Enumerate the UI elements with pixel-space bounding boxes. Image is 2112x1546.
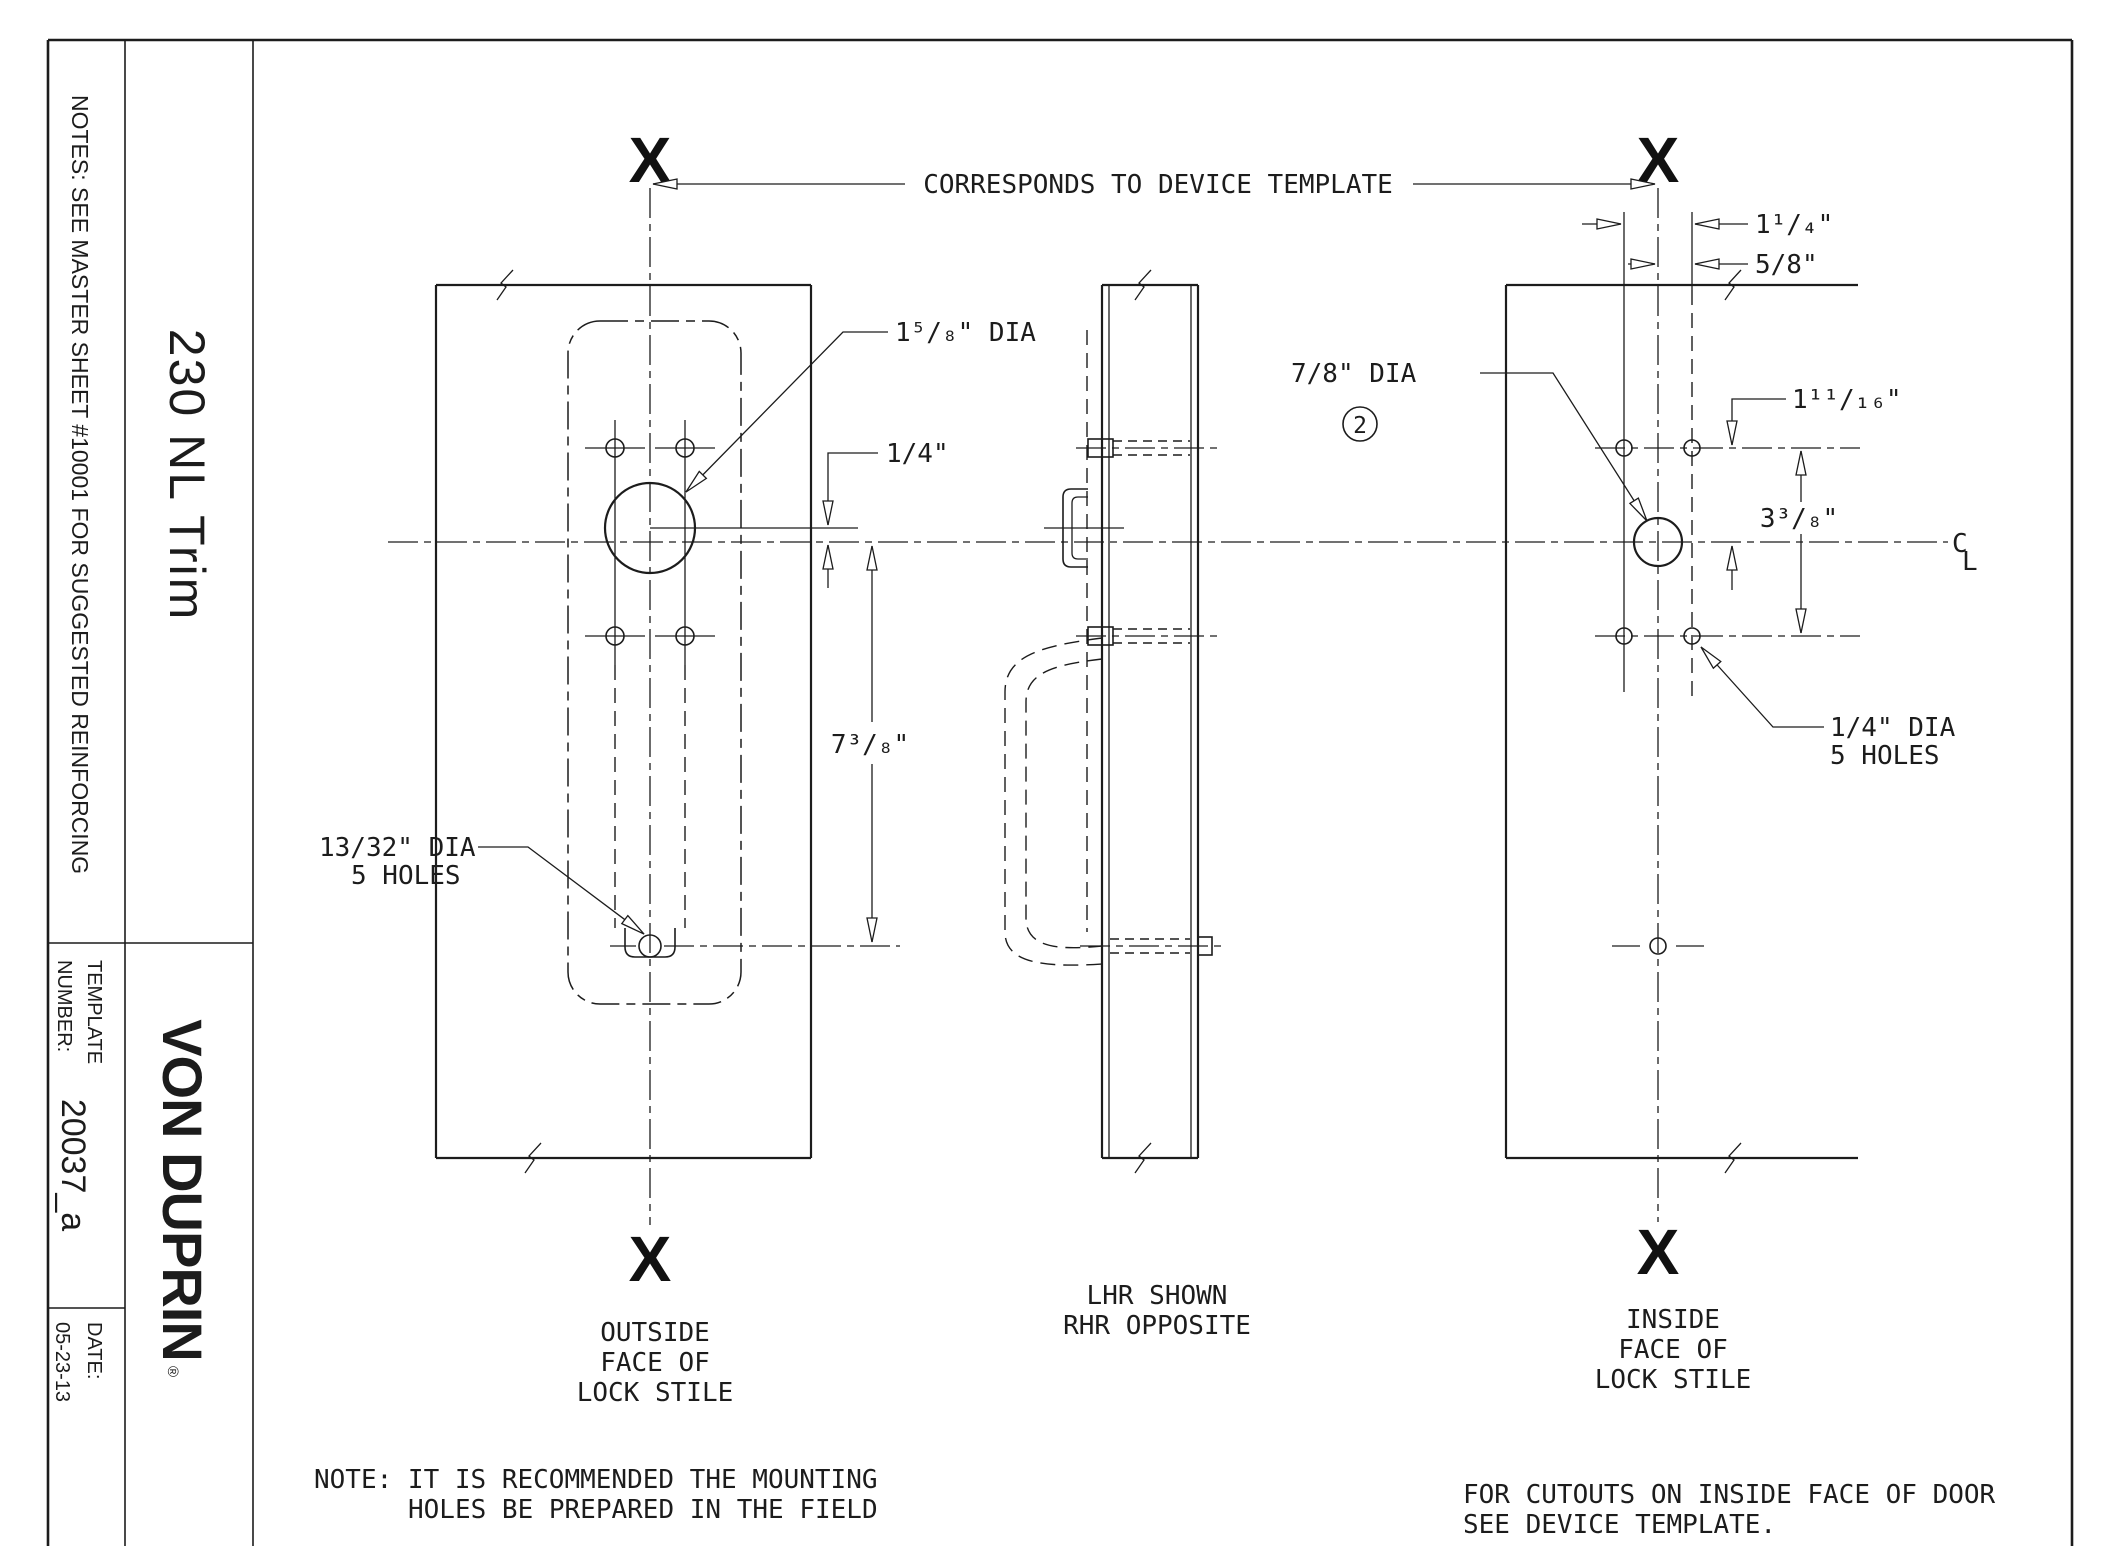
offset-dim-label: 1/4" — [886, 439, 949, 469]
mount-holes-count-label: 5 HOLES — [351, 861, 461, 891]
outside-face-view — [434, 269, 900, 1174]
sheet-notes: NOTE: IT IS RECOMMENDED THE MOUNTING HOL… — [314, 1465, 1996, 1540]
x-marker-top-left: X — [629, 124, 672, 196]
inside-caption-2: FACE OF — [1618, 1335, 1728, 1365]
centerline-symbol-c: C — [1952, 529, 1968, 559]
brand-registered-mark: ® — [164, 1366, 181, 1377]
outside-caption-2: FACE OF — [600, 1348, 710, 1378]
centerlines: C L — [388, 188, 1978, 1225]
centerline-symbol-l: L — [1962, 547, 1978, 577]
notes-vertical-text: NOTES: SEE MASTER SHEET #10001 FOR SUGGE… — [67, 95, 93, 874]
inside-caption-1: INSIDE — [1626, 1305, 1720, 1335]
outside-face-annotations: 1⁵/₈" DIA 1/4" 7³/₈" 13/32" DIA 5 HOLES … — [319, 318, 1036, 1408]
inside-holes-count-label: 5 HOLES — [1830, 741, 1940, 771]
handing-caption-2: RHR OPPOSITE — [1063, 1311, 1251, 1341]
field-note-line1: NOTE: IT IS RECOMMENDED THE MOUNTING — [314, 1465, 878, 1495]
x-marker-bottom-right: X — [1637, 1216, 1680, 1288]
outside-caption-3: LOCK STILE — [577, 1378, 734, 1408]
inside-caption-3: LOCK STILE — [1595, 1365, 1752, 1395]
dim-1-1-4-label: 1¹/₄" — [1755, 210, 1833, 240]
dim-5-8-label: 5/8" — [1755, 250, 1818, 280]
detail-ref-2: 2 — [1353, 413, 1367, 439]
inside-face-view — [1504, 212, 1860, 1174]
inside-cylinder-dia-label: 7/8" DIA — [1291, 359, 1417, 389]
side-view: LHR SHOWN RHR OPPOSITE — [1004, 269, 1251, 1341]
product-title: 230 NL Trim — [159, 329, 215, 621]
template-label-line2: NUMBER: — [53, 960, 75, 1052]
outside-caption-1: OUTSIDE — [600, 1318, 710, 1348]
handing-caption-1: LHR SHOWN — [1087, 1281, 1228, 1311]
x-marker-top-right: X — [1637, 124, 1680, 196]
title-block: NOTES: SEE MASTER SHEET #10001 FOR SUGGE… — [51, 95, 215, 1402]
height-dim-label: 7³/₈" — [831, 730, 909, 760]
sheet-border — [46, 38, 2074, 1546]
date-value: 05-23-13 — [51, 1322, 73, 1402]
dim-3-3-8-label: 3³/₈" — [1760, 504, 1838, 534]
cylinder-dia-label: 1⁵/₈" DIA — [895, 318, 1036, 348]
dim-1-11-16-label: 1¹¹/₁₆" — [1792, 385, 1902, 415]
corresponds-dimension: CORRESPONDS TO DEVICE TEMPLATE — [652, 170, 1656, 200]
x-marker-bottom-left: X — [629, 1223, 672, 1295]
template-label-line1: TEMPLATE — [83, 960, 105, 1064]
brand-logo-text: VON DUPRIN — [151, 1019, 214, 1361]
date-label: DATE: — [83, 1322, 105, 1379]
template-number: 20037_a — [54, 1099, 92, 1231]
inside-holes-dia-label: 1/4" DIA — [1830, 713, 1956, 743]
field-note-line2: HOLES BE PREPARED IN THE FIELD — [408, 1495, 878, 1525]
inside-face-annotations: 1¹/₄" 5/8" 7/8" DIA 2 1¹¹/₁₆" 3³/₈" 1/4"… — [1291, 210, 1956, 1395]
x-markers: X X X X — [629, 124, 1680, 1295]
corresponds-label: CORRESPONDS TO DEVICE TEMPLATE — [923, 170, 1393, 200]
cutout-note-line1: FOR CUTOUTS ON INSIDE FACE OF DOOR — [1463, 1480, 1996, 1510]
mount-holes-dia-label: 13/32" DIA — [319, 833, 476, 863]
cutout-note-line2: SEE DEVICE TEMPLATE. — [1463, 1510, 1776, 1540]
